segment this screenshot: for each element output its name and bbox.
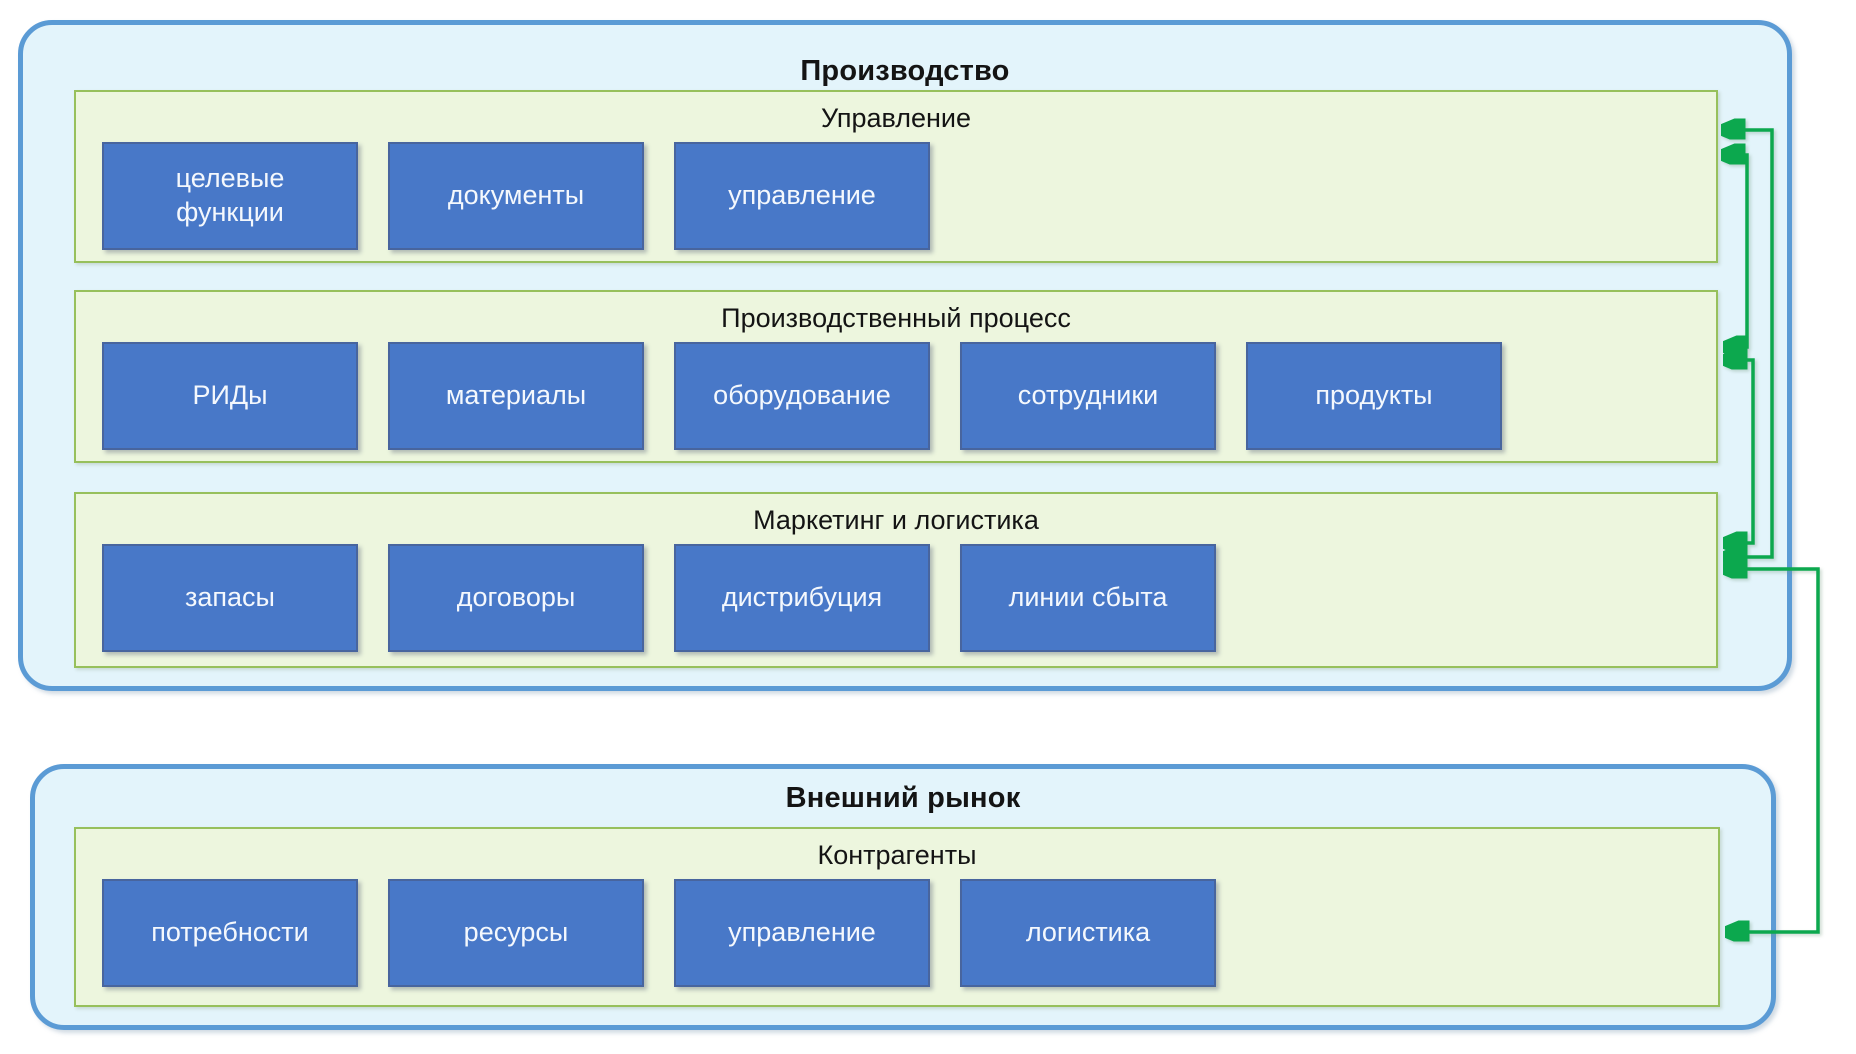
item-distribuciya: дистрибуция — [674, 544, 930, 652]
section-process: Производственный процесс РИДы материалы … — [74, 290, 1718, 463]
item-zapasy: запасы — [102, 544, 358, 652]
production-group: Производство Управление целевые функции … — [18, 20, 1792, 691]
item-produkty: продукты — [1246, 342, 1502, 450]
section-management-title: Управление — [820, 103, 972, 133]
item-celevye-funkcii: целевые функции — [102, 142, 358, 250]
production-group-title: Производство — [800, 55, 1010, 87]
item-dogovory: договоры — [388, 544, 644, 652]
item-linii-sbyta: линии сбыта — [960, 544, 1216, 652]
item-materialy: материалы — [388, 342, 644, 450]
item-ridy: РИДы — [102, 342, 358, 450]
item-logistika: логистика — [960, 879, 1216, 987]
item-upravlenie-vneshnee: управление — [674, 879, 930, 987]
external-market-group: Внешний рынок Контрагенты потребности ре… — [30, 764, 1776, 1030]
section-counterparties: Контрагенты потребности ресурсы управлен… — [74, 827, 1720, 1007]
section-marketing: Маркетинг и логистика запасы договоры ди… — [74, 492, 1718, 668]
section-management: Управление целевые функции документы упр… — [74, 90, 1718, 263]
item-oborudovanie: оборудование — [674, 342, 930, 450]
item-sotrudniki: сотрудники — [960, 342, 1216, 450]
item-resursy: ресурсы — [388, 879, 644, 987]
section-marketing-title: Маркетинг и логистика — [753, 505, 1039, 535]
section-counterparties-title: Контрагенты — [817, 840, 977, 870]
item-dokumenty: документы — [388, 142, 644, 250]
item-upravlenie: управление — [674, 142, 930, 250]
external-market-group-title: Внешний рынок — [785, 782, 1021, 814]
item-potrebnosti: потребности — [102, 879, 358, 987]
section-process-title: Производственный процесс — [721, 303, 1071, 333]
